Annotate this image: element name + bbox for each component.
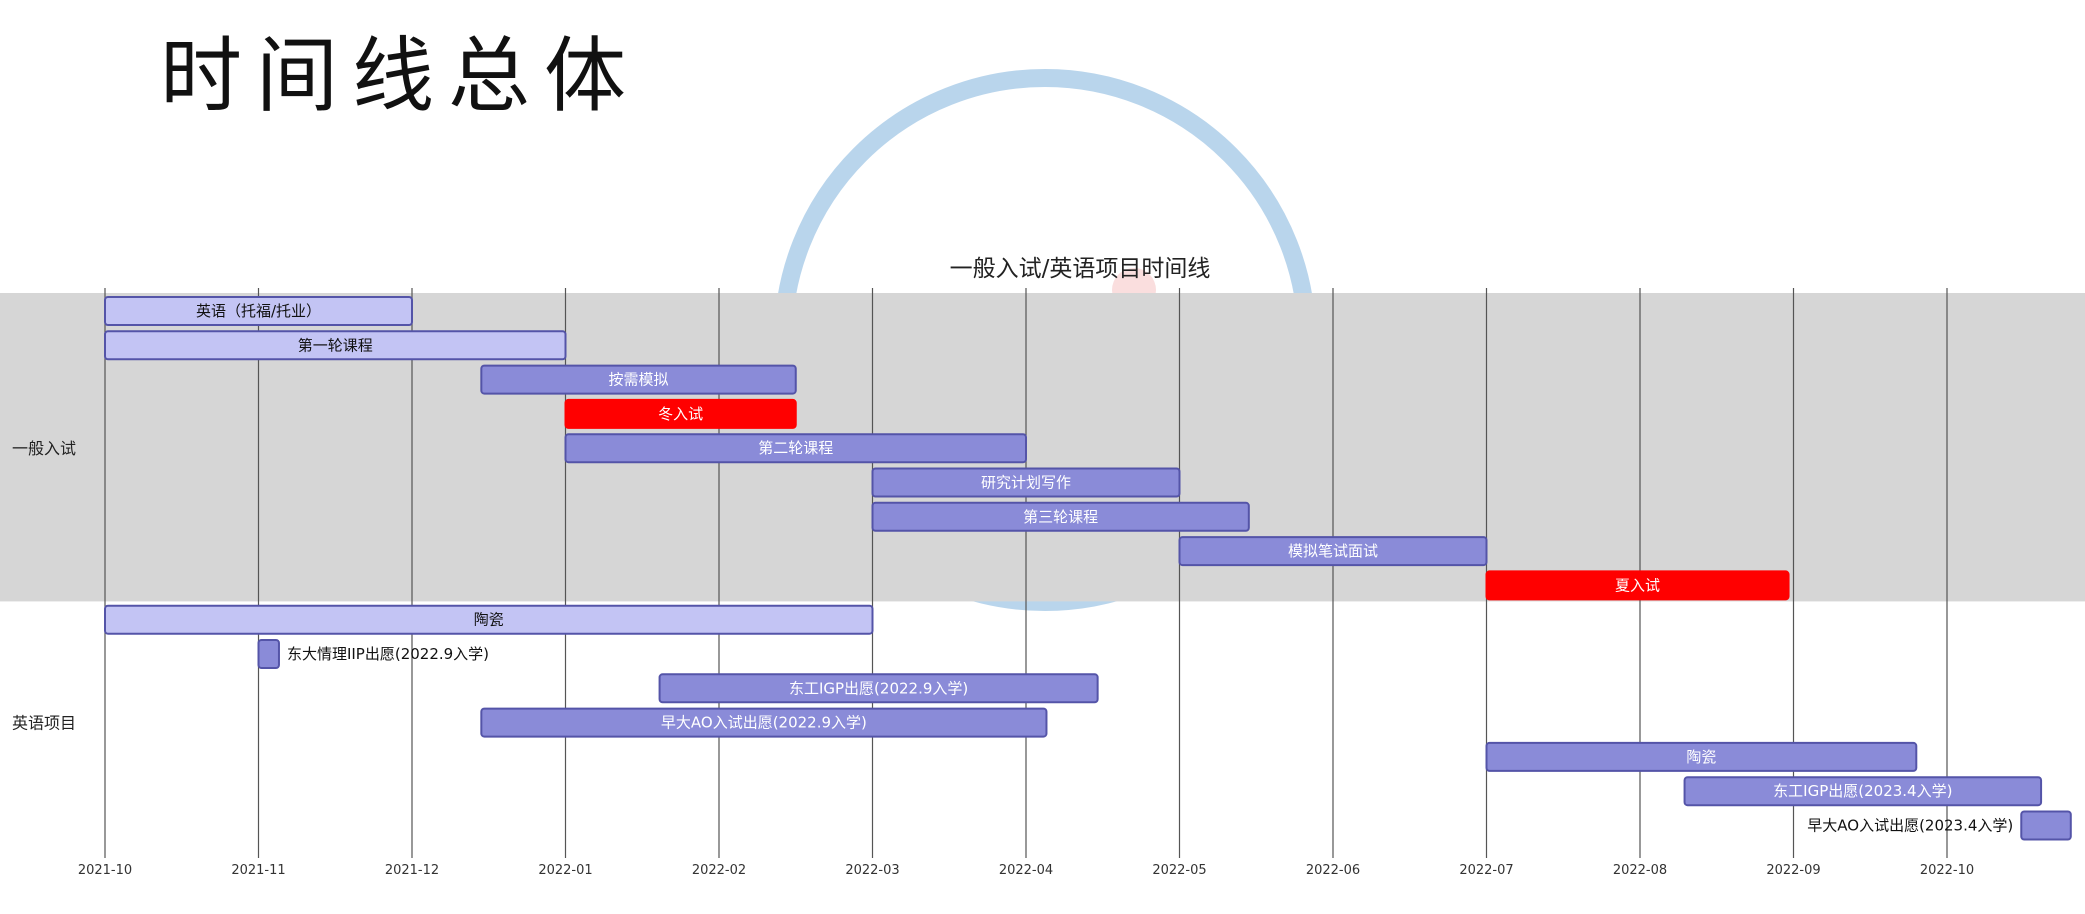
task-bar — [1683, 776, 2043, 807]
task-0-5: 研究计划写作 — [871, 467, 1181, 498]
tick-label-2021-10: 2021-10 — [78, 863, 132, 878]
task-1-2: 东工IGP出愿(2022.9入学) — [658, 673, 1099, 704]
task-label: 东工IGP出愿(2022.9入学) — [789, 679, 968, 697]
chart-title: 一般入试/英语项目时间线 — [950, 256, 1211, 282]
task-0-6: 第三轮课程 — [871, 501, 1250, 532]
tick-label-2021-11: 2021-11 — [231, 863, 285, 878]
group-label-1: 英语项目 — [12, 714, 76, 733]
tick-label-2022-04: 2022-04 — [999, 863, 1053, 878]
task-bar — [871, 501, 1250, 532]
task-label: 模拟笔试面试 — [1288, 542, 1378, 560]
task-bar — [257, 639, 280, 669]
task-label: 第一轮课程 — [298, 336, 373, 354]
group-label-0: 一般入试 — [12, 439, 76, 458]
task-label: 英语（托福/托业） — [196, 302, 321, 320]
task-label: 早大AO入试出愿(2022.9入学) — [661, 714, 867, 732]
tick-label-2022-02: 2022-02 — [692, 863, 746, 878]
task-1-4: 陶瓷 — [1485, 741, 1918, 772]
tick-label-2022-06: 2022-06 — [1306, 863, 1360, 878]
task-bar — [658, 673, 1099, 704]
task-bar — [104, 330, 567, 361]
task-0-2: 按需模拟 — [480, 364, 797, 395]
task-0-7: 模拟笔试面试 — [1178, 536, 1488, 567]
task-bar — [2020, 810, 2072, 841]
task-0-3: 冬入试 — [564, 398, 797, 429]
tick-label-2022-03: 2022-03 — [845, 863, 899, 878]
task-label: 陶瓷 — [474, 611, 504, 629]
task-bar — [1485, 741, 1918, 772]
tick-label-2021-12: 2021-12 — [385, 863, 439, 878]
tick-label-2022-10: 2022-10 — [1920, 863, 1974, 878]
task-1-6: 早大AO入试出愿(2023.4入学) — [1807, 810, 2072, 841]
task-label: 按需模拟 — [609, 371, 669, 389]
task-label: 冬入试 — [658, 405, 703, 423]
task-bars: 英语（托福/托业） 第一轮课程按需模拟冬入试第二轮课程研究计划写作第三轮课程模拟笔… — [104, 296, 2072, 841]
task-0-1: 第一轮课程 — [104, 330, 567, 361]
tick-label-2022-08: 2022-08 — [1613, 863, 1667, 878]
task-1-5: 东工IGP出愿(2023.4入学) — [1683, 776, 2043, 807]
task-0-8: 夏入试 — [1485, 570, 1790, 601]
task-label: 东大情理IIP出愿(2022.9入学) — [287, 645, 489, 663]
task-label: 陶瓷 — [1686, 748, 1716, 766]
task-bar — [564, 398, 797, 429]
tick-label-2022-05: 2022-05 — [1152, 863, 1206, 878]
page-title: 时间线总体 — [160, 29, 641, 124]
task-label: 第二轮课程 — [758, 439, 833, 457]
task-0-0: 英语（托福/托业） — [104, 296, 413, 326]
task-label: 第三轮课程 — [1023, 508, 1098, 526]
task-1-3: 早大AO入试出愿(2022.9入学) — [480, 707, 1048, 738]
task-bar — [1485, 570, 1790, 601]
task-1-1: 东大情理IIP出愿(2022.9入学) — [257, 639, 489, 669]
task-1-0: 陶瓷 — [104, 604, 874, 635]
tick-label-2022-07: 2022-07 — [1459, 863, 1513, 878]
task-label: 东工IGP出愿(2023.4入学) — [1773, 782, 1952, 800]
task-bar — [1178, 536, 1488, 567]
task-label: 夏入试 — [1615, 576, 1660, 594]
task-bar — [871, 467, 1181, 498]
task-label: 研究计划写作 — [981, 474, 1071, 492]
task-bar — [564, 433, 1027, 464]
task-bar — [104, 296, 413, 326]
x-axis-ticks: 2021-10 2021-11 2021-12 2022-01 2022-02 2022-… — [78, 863, 1974, 878]
task-0-4: 第二轮课程 — [564, 433, 1027, 464]
task-bar — [104, 604, 874, 635]
task-label: 早大AO入试出愿(2023.4入学) — [1807, 817, 2013, 835]
month-gridlines — [104, 288, 1948, 858]
tick-label-2022-09: 2022-09 — [1766, 863, 1820, 878]
tick-label-2022-01: 2022-01 — [538, 863, 592, 878]
task-bar — [480, 707, 1048, 738]
task-bar — [480, 364, 797, 395]
